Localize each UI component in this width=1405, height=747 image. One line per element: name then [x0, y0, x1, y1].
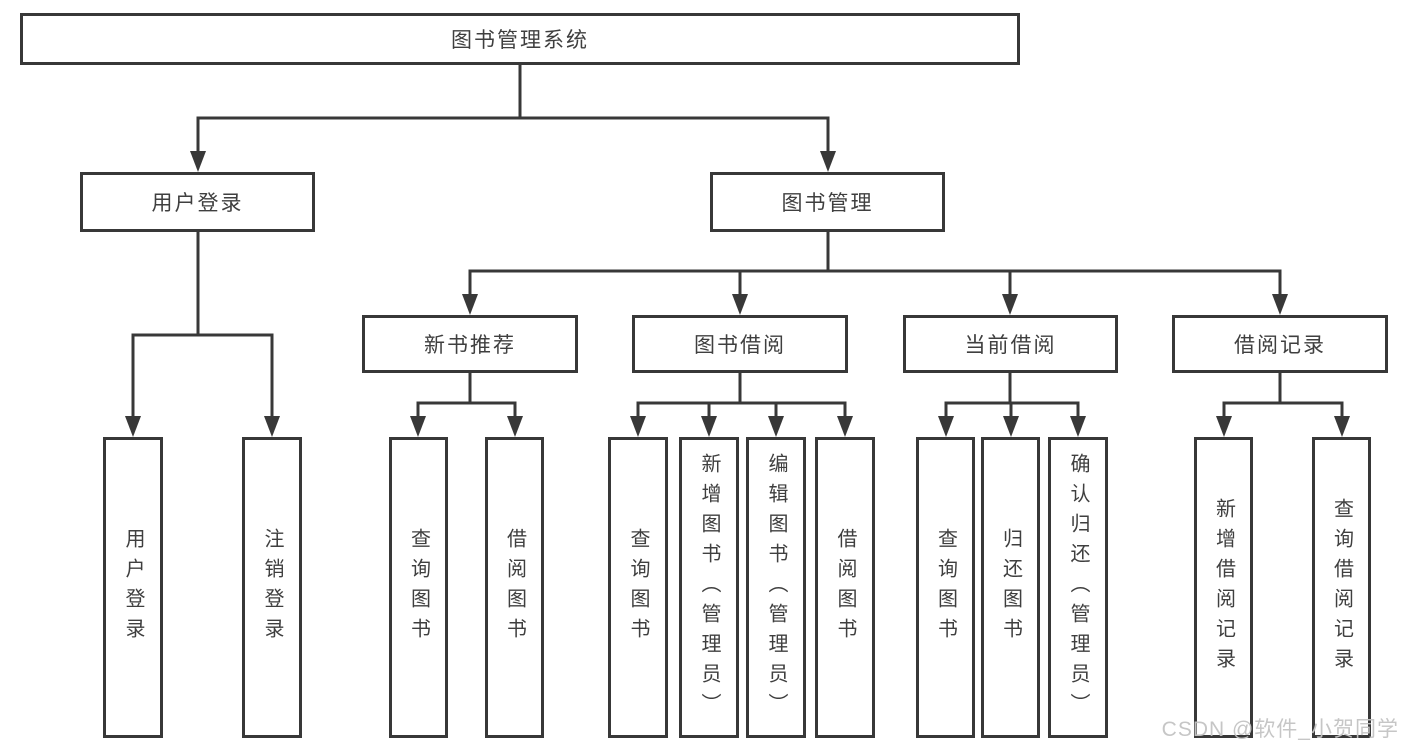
node-label-book-mgmt: 图书管理: [781, 192, 874, 215]
node-new-book-recommend: 新书推荐: [362, 315, 578, 373]
node-leaf-bb-add: 新增图书（管理员）: [679, 437, 739, 738]
node-label-leaf-cb-query: 查询图书: [934, 527, 957, 648]
node-leaf-user-login: 用户登录: [103, 437, 163, 738]
arrowhead-new-book-recommend-0: [410, 416, 426, 437]
node-label-leaf-bb-borrow: 借阅图书: [834, 527, 856, 648]
node-book-borrow: 图书借阅: [632, 315, 848, 373]
arrowhead-root-0: [190, 151, 206, 172]
node-label-leaf-nb-borrow: 借阅图书: [503, 527, 526, 648]
watermark: CSDN @软件_小贺同学: [1161, 718, 1399, 741]
arrowhead-book-mgmt-3: [1272, 294, 1288, 315]
node-label-leaf-bb-query: 查询图书: [627, 527, 649, 648]
arrowhead-book-borrow-1: [701, 416, 717, 437]
node-label-leaf-nb-query: 查询图书: [407, 527, 430, 648]
arrowhead-current-borrow-0: [938, 416, 954, 437]
node-leaf-br-add: 新增借阅记录: [1194, 437, 1253, 738]
node-label-leaf-user-login: 用户登录: [122, 527, 144, 648]
node-user-login: 用户登录: [80, 172, 315, 232]
node-current-borrow: 当前借阅: [903, 315, 1118, 373]
node-leaf-bb-borrow: 借阅图书: [815, 437, 875, 738]
arrowhead-book-mgmt-2: [1002, 294, 1018, 315]
node-root: 图书管理系统: [20, 13, 1020, 65]
arrowhead-book-borrow-2: [768, 416, 784, 437]
node-label-leaf-br-query: 查询借阅记录: [1330, 497, 1353, 678]
node-leaf-cb-query: 查询图书: [916, 437, 975, 738]
arrowhead-book-mgmt-0: [462, 294, 478, 315]
arrowhead-root-1: [820, 151, 836, 172]
node-leaf-logout: 注销登录: [242, 437, 302, 738]
node-label-leaf-bb-edit: 编辑图书（管理员）: [765, 452, 787, 723]
arrowhead-user-login-0: [125, 416, 141, 437]
arrowhead-book-borrow-3: [837, 416, 853, 437]
arrowhead-borrow-record-0: [1216, 416, 1232, 437]
arrowhead-user-login-1: [264, 416, 280, 437]
node-book-mgmt: 图书管理: [710, 172, 945, 232]
node-leaf-bb-query: 查询图书: [608, 437, 668, 738]
node-label-book-borrow: 图书借阅: [694, 334, 786, 357]
arrowhead-book-mgmt-1: [732, 294, 748, 315]
node-leaf-cb-return: 归还图书: [981, 437, 1040, 738]
arrowhead-new-book-recommend-1: [507, 416, 523, 437]
node-leaf-nb-borrow: 借阅图书: [485, 437, 544, 738]
node-label-leaf-cb-return: 归还图书: [999, 527, 1022, 648]
node-leaf-br-query: 查询借阅记录: [1312, 437, 1371, 738]
node-label-borrow-record: 借阅记录: [1234, 334, 1326, 357]
arrowhead-current-borrow-1: [1003, 416, 1019, 437]
node-borrow-record: 借阅记录: [1172, 315, 1388, 373]
node-leaf-bb-edit: 编辑图书（管理员）: [746, 437, 806, 738]
node-label-user-login: 用户登录: [151, 192, 244, 215]
arrowhead-borrow-record-1: [1334, 416, 1350, 437]
node-label-leaf-cb-confirm: 确认归还（管理员）: [1067, 452, 1089, 723]
node-label-leaf-logout: 注销登录: [261, 527, 283, 648]
node-label-root: 图书管理系统: [451, 29, 589, 52]
node-label-leaf-br-add: 新增借阅记录: [1212, 497, 1235, 678]
node-leaf-nb-query: 查询图书: [389, 437, 448, 738]
node-leaf-cb-confirm: 确认归还（管理员）: [1048, 437, 1108, 738]
arrowhead-current-borrow-2: [1070, 416, 1086, 437]
arrowhead-book-borrow-0: [630, 416, 646, 437]
node-label-current-borrow: 当前借阅: [964, 334, 1057, 357]
node-label-new-book-recommend: 新书推荐: [424, 334, 516, 357]
node-label-leaf-bb-add: 新增图书（管理员）: [698, 452, 720, 723]
